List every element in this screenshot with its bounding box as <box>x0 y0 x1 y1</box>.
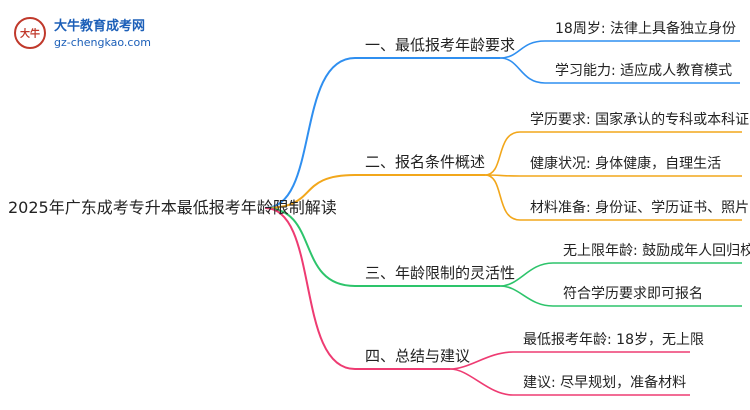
logo-badge-text: 大牛 <box>20 27 40 40</box>
leaf-node-4-1: 最低报考年龄: 18岁，无上限 <box>523 332 704 348</box>
edge-root-branch-4 <box>264 207 356 370</box>
edge-branch-leaf-3-1 <box>499 262 554 287</box>
edges <box>264 40 742 396</box>
leaf-node-1-2: 学习能力: 适应成人教育模式 <box>555 62 732 79</box>
leaf-node-4-2: 建议: 尽早规划，准备材料 <box>523 374 686 391</box>
leaf-node-2-1: 学历要求: 国家承认的专科或本科证书 <box>530 111 750 128</box>
edge-branch-leaf-4-1 <box>449 351 514 370</box>
leaf-node-3-2: 符合学历要求即可报名 <box>563 286 703 302</box>
branch-node-3: 三、年龄限制的灵活性 <box>365 264 515 282</box>
leaf-node-3-1: 无上限年龄: 鼓励成年人回归校园 <box>563 242 750 259</box>
edge-root-branch-2 <box>264 174 356 209</box>
branch-node-2: 二、报名条件概述 <box>365 153 485 171</box>
branch-node-1: 一、最低报考年龄要求 <box>365 36 515 54</box>
logo-title: 大牛教育成考网 <box>54 18 145 34</box>
edge-root-branch-1 <box>264 57 356 209</box>
edge-branch-leaf-4-2 <box>449 368 514 396</box>
logo: 大牛 大牛教育成考网 gz-chengkao.com <box>14 17 151 49</box>
logo-url: gz-chengkao.com <box>54 36 151 49</box>
branch-node-4: 四、总结与建议 <box>365 347 470 365</box>
leaf-node-2-3: 材料准备: 身份证、学历证书、照片 <box>530 199 749 216</box>
edge-root-branch-3 <box>264 207 356 287</box>
edge-branch-leaf-1-1 <box>499 40 546 59</box>
leaf-node-1-1: 18周岁: 法律上具备独立身份 <box>555 20 736 37</box>
root-node: 2025年广东成考专升本最低报考年龄限制解读 <box>8 198 337 217</box>
edge-branch-leaf-2-3 <box>484 174 521 221</box>
edge-branch-leaf-1-2 <box>499 57 546 84</box>
edge-branch-leaf-3-2 <box>499 285 554 307</box>
edge-branch-leaf-2-1 <box>484 131 521 176</box>
logo-badge-icon <box>14 17 46 49</box>
leaf-node-2-2: 健康状况: 身体健康，自理生活 <box>530 155 721 172</box>
